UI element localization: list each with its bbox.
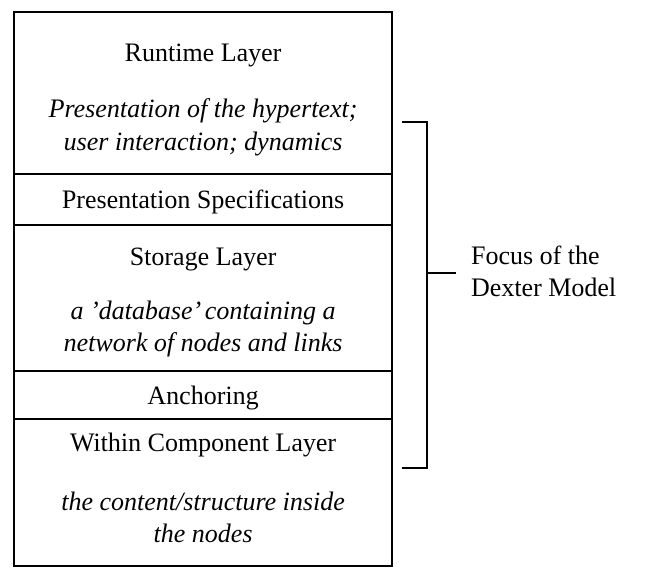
anchoring-title: Anchoring: [147, 381, 259, 410]
storage-layer-desc-line1: a ’database’ containing a: [70, 296, 336, 325]
runtime-layer-desc-line2: user interaction; dynamics: [63, 127, 343, 156]
divider-storage-anchoring: [13, 370, 393, 372]
within-component-layer-title: Within Component Layer: [69, 428, 337, 457]
layer-stack: Runtime Layer Presentation of the hypert…: [13, 11, 393, 567]
divider-anchoring-within: [13, 418, 393, 420]
storage-layer-desc-line2: network of nodes and links: [63, 328, 343, 357]
runtime-layer-desc-line1: Presentation of the hypertext;: [48, 94, 358, 123]
focus-label-line2: Dexter Model: [471, 273, 617, 302]
focus-bracket: [402, 121, 428, 469]
focus-label-line1: Focus of the: [471, 241, 600, 270]
presentation-specifications-title: Presentation Specifications: [61, 185, 345, 214]
storage-layer-title: Storage Layer: [129, 242, 277, 271]
focus-bracket-tick: [428, 272, 456, 274]
runtime-layer-title: Runtime Layer: [124, 38, 282, 67]
focus-label: Focus of the Dexter Model: [471, 240, 641, 304]
within-component-layer-desc-line1: the content/structure inside: [61, 487, 345, 516]
within-component-layer-desc-line2: the nodes: [153, 519, 253, 548]
divider-runtime-presentation: [13, 173, 393, 175]
divider-presentation-storage: [13, 224, 393, 226]
